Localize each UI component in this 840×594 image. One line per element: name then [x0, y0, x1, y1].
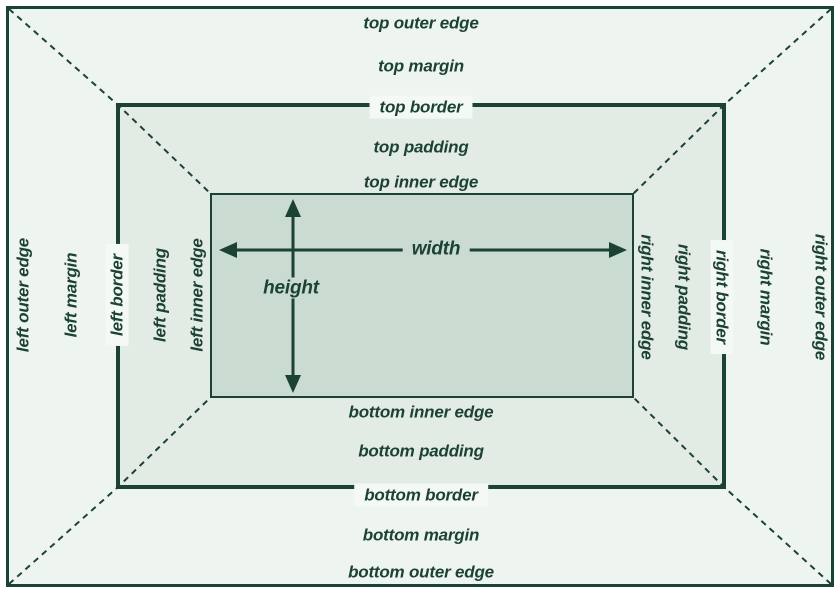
label-top-border: top border [369, 95, 473, 119]
label-left-outer-edge: left outer edge [13, 237, 33, 353]
diagonal-top-left [8, 8, 212, 195]
label-bottom-border: bottom border [354, 483, 488, 507]
label-left-margin: left margin [61, 252, 81, 338]
label-top-inner-edge: top inner edge [363, 172, 479, 192]
border-edge-rectangle [116, 103, 726, 489]
label-bottom-inner-edge: bottom inner edge [348, 402, 494, 422]
width-arrowhead-left [219, 242, 237, 258]
label-top-outer-edge: top outer edge [363, 13, 479, 33]
label-left-border: left border [105, 244, 129, 346]
width-arrowhead-right [609, 242, 627, 258]
label-right-padding: right padding [674, 244, 694, 350]
label-right-inner-edge: right inner edge [637, 234, 657, 360]
label-left-inner-edge: left inner edge [187, 238, 207, 352]
label-width: width [402, 238, 470, 260]
diagonal-bottom-left [8, 396, 212, 585]
label-bottom-outer-edge: bottom outer edge [348, 562, 494, 582]
label-right-margin: right margin [756, 248, 776, 346]
label-right-outer-edge: right outer edge [811, 233, 831, 361]
label-height: height [254, 277, 328, 299]
height-arrowhead-bottom [285, 375, 301, 393]
height-arrowhead-top [285, 199, 301, 217]
label-left-padding: left padding [150, 248, 170, 342]
label-bottom-padding: bottom padding [358, 441, 484, 461]
label-right-border: right border [710, 240, 734, 354]
diagonal-bottom-right [632, 396, 832, 585]
label-top-padding: top padding [373, 137, 469, 157]
label-bottom-margin: bottom margin [362, 525, 480, 545]
label-top-margin: top margin [378, 56, 464, 76]
diagonal-top-right [632, 8, 832, 195]
